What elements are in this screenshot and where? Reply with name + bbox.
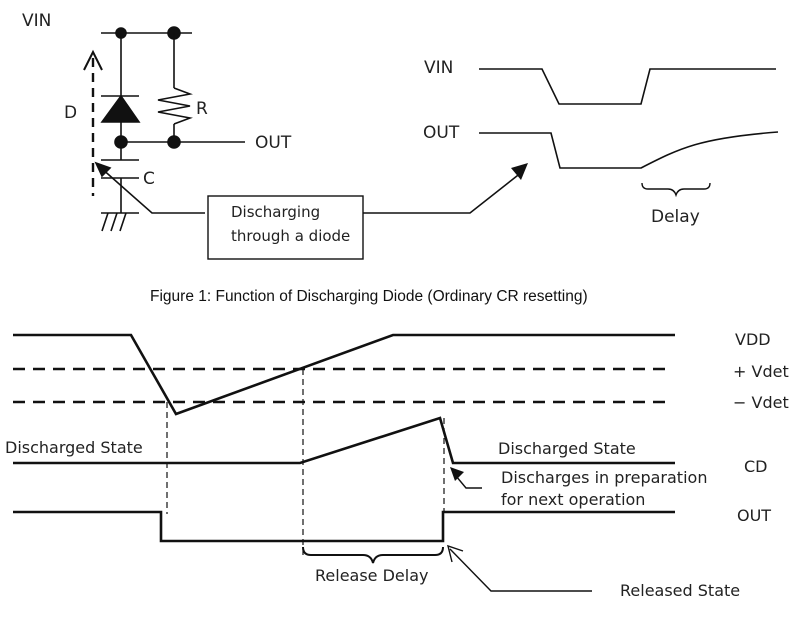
diode-label: D [64, 103, 77, 123]
discharging-box-frame [207, 195, 364, 260]
resistor-symbol [157, 87, 193, 125]
delay-label: Delay [651, 207, 700, 227]
arrow-up-icon [83, 49, 103, 71]
pointer-line [455, 475, 482, 489]
minus-vdet-label: − Vdet [733, 393, 789, 412]
circuit-schematic: VIN R OUT C D [22, 11, 292, 232]
arrowhead-icon [450, 467, 464, 481]
delay-brace [641, 182, 711, 198]
diode-symbol [100, 94, 141, 123]
discharging-box-line1: Discharging [231, 203, 320, 221]
release-delay-brace [302, 546, 444, 564]
cd-label: CD [744, 457, 768, 476]
wave-out-label: OUT [423, 123, 460, 143]
capacitor-label: C [143, 169, 155, 189]
figure2-labels: VDD + Vdet − Vdet CD OUT Discharged Stat… [5, 330, 789, 600]
vdd-waveform [13, 333, 675, 416]
discharging-box-line2: through a diode [231, 227, 350, 245]
released-state-label: Released State [620, 581, 740, 600]
pointer-line-right [363, 171, 523, 214]
cd-waveform [13, 416, 675, 465]
wave-vin-label: VIN [424, 58, 453, 78]
discharges-note-line1: Discharges in preparation [501, 468, 707, 487]
resistor-label: R [196, 99, 208, 119]
pointer-line [99, 166, 205, 214]
vin-waveform [479, 68, 776, 105]
out-waveform [479, 131, 779, 169]
arrowhead-icon [94, 161, 112, 178]
arrowhead-icon [447, 544, 464, 563]
circuit-vin-label: VIN [22, 11, 51, 31]
discharging-box: Discharging through a diode [207, 163, 528, 260]
vdd-label: VDD [735, 330, 771, 349]
node-dot [114, 135, 128, 149]
ground-hatch [119, 212, 127, 232]
figure1-caption: Figure 1: Function of Discharging Diode … [150, 288, 588, 305]
ground-hatch [101, 212, 109, 232]
ground-hatch [110, 212, 118, 232]
pointer-line [449, 548, 592, 592]
plus-vdet-label: + Vdet [733, 362, 789, 381]
circuit-out-label: OUT [255, 133, 292, 153]
discharged-state-left: Discharged State [5, 438, 143, 457]
node-dot [167, 135, 181, 149]
figure2-timing [13, 333, 675, 592]
out-waveform-2 [13, 510, 675, 543]
discharged-state-right: Discharged State [498, 439, 636, 458]
arrowhead-icon [511, 163, 528, 180]
figure1-waveforms: VIN OUT Delay [423, 58, 779, 227]
release-delay-label: Release Delay [315, 566, 428, 585]
out-label: OUT [737, 506, 771, 525]
discharges-note-line2: for next operation [501, 490, 645, 509]
